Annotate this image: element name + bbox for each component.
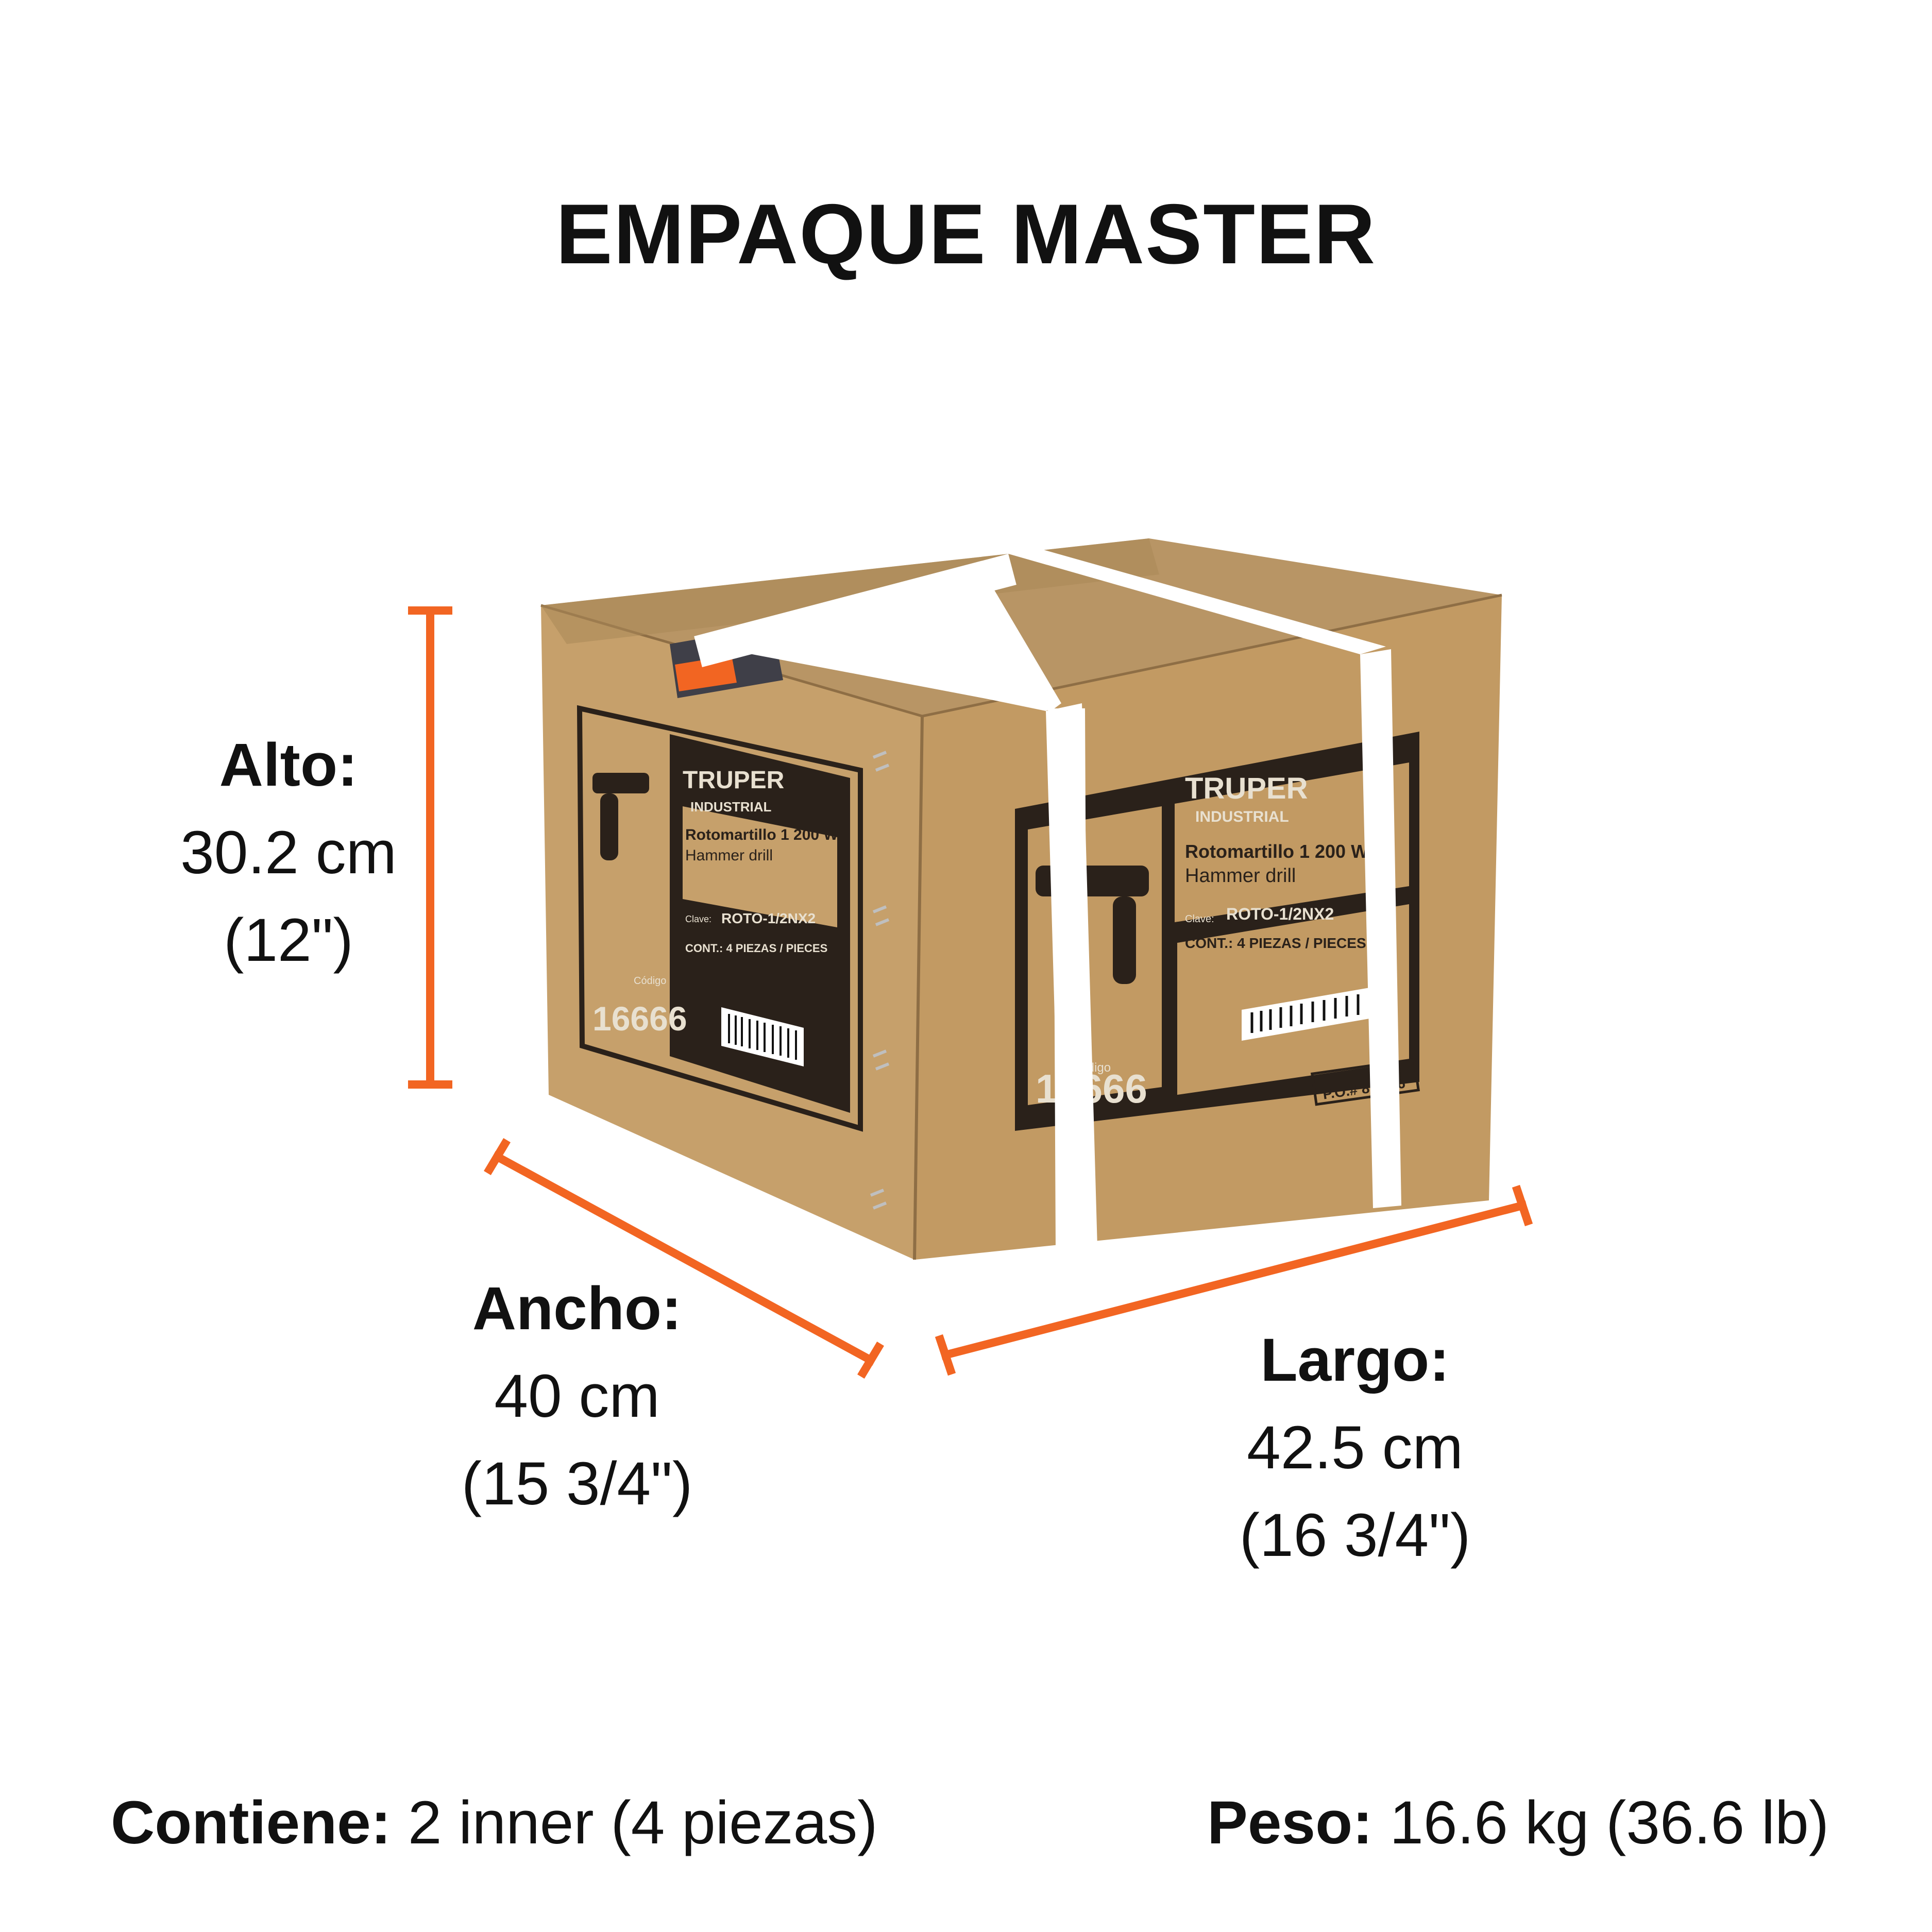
contiene-info: Contiene: 2 inner (4 piezas): [111, 1788, 878, 1858]
right-product-es: Rotomartillo 1 200 W: [1185, 841, 1368, 862]
left-codigo-value: 16666: [592, 999, 687, 1038]
left-sub-brand: INDUSTRIAL: [690, 799, 772, 815]
largo-label: Largo: 42.5 cm (16 3/4"): [1211, 1316, 1499, 1579]
ancho-dimension-line: [484, 1138, 884, 1379]
peso-info: Peso: 16.6 kg (36.6 lb): [1207, 1788, 1829, 1858]
alto-label: Alto: 30.2 cm (12"): [155, 721, 422, 984]
contiene-label: Contiene:: [111, 1789, 392, 1857]
right-barcode: [1250, 994, 1360, 1033]
staples: [870, 751, 890, 1210]
right-sub-brand: INDUSTRIAL: [1195, 808, 1289, 825]
ancho-label: Ancho: 40 cm (15 3/4"): [443, 1265, 711, 1528]
left-clave-label: Clave:: [685, 914, 711, 924]
top-label-orange: [675, 655, 737, 691]
largo-imperial: (16 3/4"): [1239, 1501, 1471, 1569]
alto-title: Alto:: [219, 731, 358, 799]
strap-left-side: [1046, 703, 1097, 1249]
peso-label: Peso:: [1207, 1789, 1373, 1857]
largo-dimension-line: [935, 1184, 1533, 1376]
left-product-es: Rotomartillo 1 200 W: [685, 826, 838, 843]
left-codigo-label: Código: [634, 975, 666, 987]
left-print-frame: [577, 705, 863, 1132]
alto-metric: 30.2 cm: [180, 819, 397, 887]
page-title: EMPAQUE MASTER: [555, 187, 1377, 281]
left-brand: TRUPER: [683, 767, 784, 794]
alto-dimension-line: [408, 606, 452, 1089]
right-clave-value: ROTO-1/2NX2: [1226, 905, 1334, 923]
drill-icon-left: [592, 773, 649, 860]
right-clave-label: Clave:: [1185, 913, 1214, 925]
peso-value: 16.6 kg (36.6 lb): [1389, 1789, 1829, 1857]
largo-title: Largo:: [1260, 1326, 1450, 1394]
right-content: CONT.: 4 PIEZAS / PIECES: [1185, 935, 1366, 951]
ancho-metric: 40 cm: [494, 1362, 660, 1430]
right-brand: TRUPER: [1185, 772, 1308, 805]
ancho-title: Ancho:: [472, 1275, 682, 1343]
ancho-imperial: (15 3/4"): [461, 1450, 693, 1518]
left-clave-value: ROTO-1/2NX2: [721, 910, 816, 926]
strap-right-side: [1360, 649, 1401, 1208]
right-product-en: Hammer drill: [1185, 865, 1296, 887]
cardboard-box: TRUPER INDUSTRIAL Rotomartillo 1 200 W H…: [540, 538, 1502, 1260]
alto-imperial: (12"): [224, 906, 353, 974]
contiene-value: 2 inner (4 piezas): [408, 1789, 878, 1857]
strap-right-top: [981, 541, 1386, 654]
largo-metric: 42.5 cm: [1247, 1414, 1463, 1482]
left-product-en: Hammer drill: [685, 847, 773, 864]
left-content: CONT.: 4 PIEZAS / PIECES: [685, 942, 827, 955]
strap-left-top: [696, 635, 1061, 711]
left-barcode: [728, 1014, 797, 1060]
